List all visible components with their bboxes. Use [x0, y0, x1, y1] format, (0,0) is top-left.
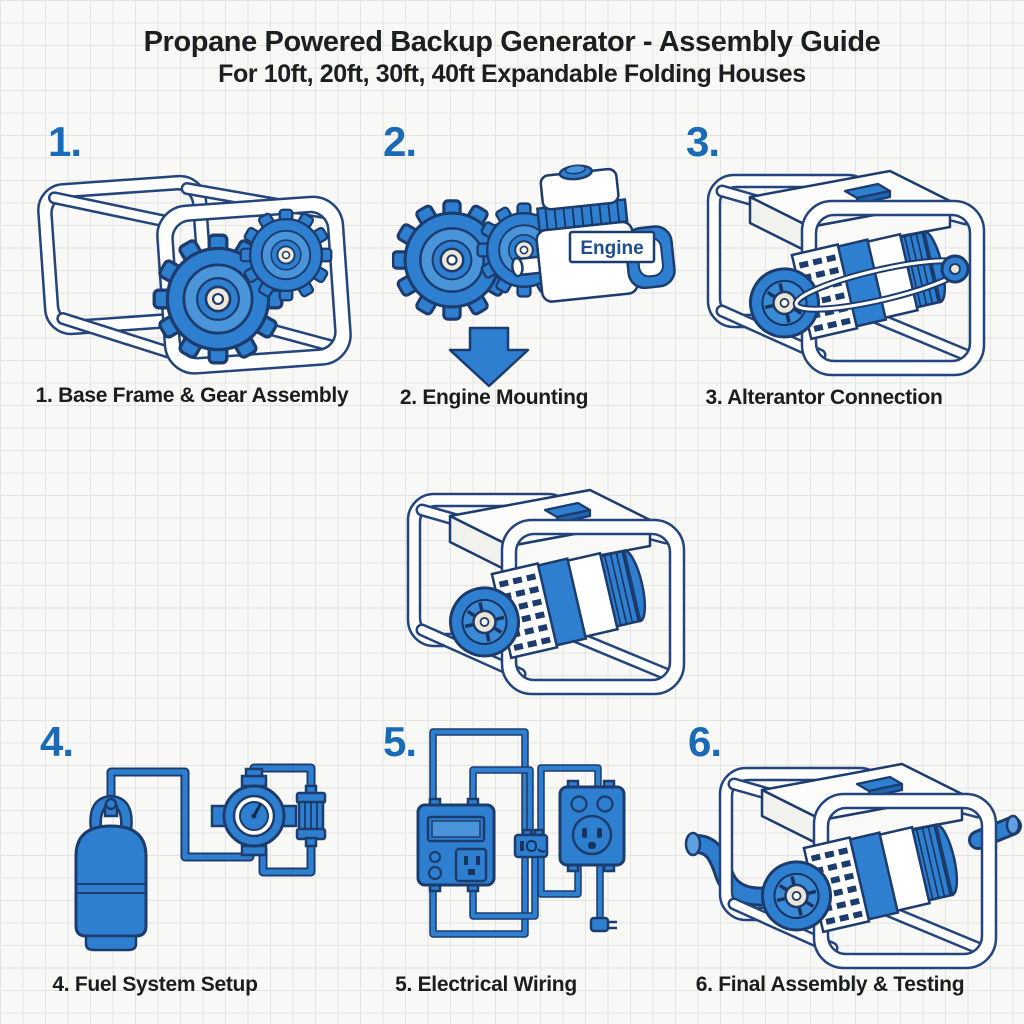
step-5-caption: 5. Electrical Wiring: [395, 973, 577, 996]
step-1-caption: 1. Base Frame & Gear Assembly: [35, 384, 349, 407]
outlet-panel: [558, 779, 626, 873]
step-3-number: 3.: [686, 118, 720, 165]
step-4-number: 4.: [40, 718, 74, 765]
step-2-illustration: Engine: [392, 164, 676, 388]
step-4-caption: 4. Fuel System Setup: [52, 973, 258, 996]
step-5-number: 5.: [383, 718, 417, 765]
junction-connector: [513, 828, 549, 859]
page-subtitle: For 10ft, 20ft, 30ft, 40ft Expandable Fo…: [218, 60, 806, 88]
pressure-regulator: [210, 767, 298, 857]
step-3-illustration: [690, 133, 998, 391]
step-6-number: 6.: [688, 718, 722, 765]
engine-callout-label: Engine: [568, 230, 656, 264]
step-1-number: 1.: [48, 118, 82, 165]
arrow-down-icon: [448, 326, 530, 388]
power-plug: [589, 916, 617, 933]
page-title: Propane Powered Backup Generator - Assem…: [143, 26, 881, 58]
belt-drive: [792, 254, 970, 313]
base-frame: [37, 174, 352, 375]
step-6-illustration: [684, 728, 1022, 972]
step-6-caption: 6. Final Assembly & Testing: [695, 973, 965, 996]
step-2-number: 2.: [383, 118, 417, 165]
fuel-filter: [295, 784, 327, 848]
step-3-caption: 3. Alterantor Connection: [705, 386, 943, 409]
svg-text:Engine: Engine: [580, 238, 643, 259]
step-5-illustration: [416, 728, 626, 938]
step-1-illustration: [37, 174, 352, 375]
step-2-caption: 2. Engine Mounting: [399, 386, 589, 409]
step-4-illustration: [74, 763, 327, 952]
propane-tank: [74, 794, 148, 952]
control-panel: [416, 797, 496, 893]
assembled-generator-illustration: [390, 452, 690, 704]
wiring-harness: [429, 728, 604, 938]
